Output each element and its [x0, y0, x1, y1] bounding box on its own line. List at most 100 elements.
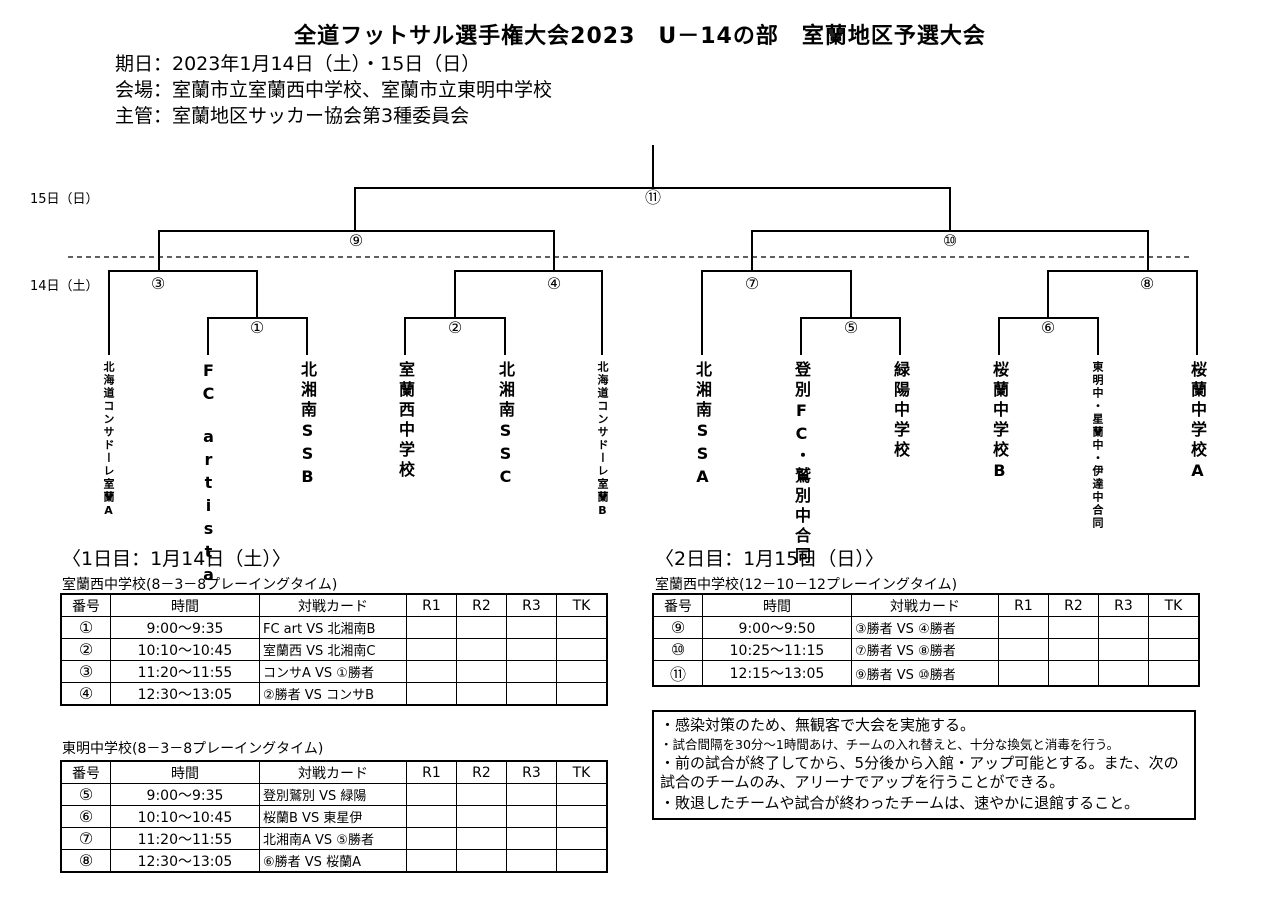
- round-label-2: ②: [448, 318, 462, 337]
- match-card: ③勝者 VS ④勝者: [851, 616, 999, 639]
- page-title: 全道フットサル選手権大会2023 U－14の部 室蘭地区予選大会: [294, 24, 986, 49]
- bracket-line-r2: [404, 317, 506, 355]
- bracket-line-r8: [1047, 270, 1198, 355]
- col-r2: R2: [1048, 593, 1099, 617]
- match-card: 室蘭西 VS 北湘南C: [259, 638, 407, 661]
- score-cell: [556, 638, 608, 661]
- bracket-line-r5: [800, 317, 901, 355]
- col-card: 対戦カード: [259, 593, 407, 617]
- col-r3: R3: [506, 760, 557, 784]
- tournament-bracket: ⑪ ⑨ ⑩ ③ ④ ⑦ ⑧ ① ② ⑤ ⑥ 15日（日） 14日（土）: [30, 145, 1198, 355]
- note-item: ・前の試合が終了してから、5分後から入館・アップ可能とする。また、次の試合のチー…: [660, 753, 1179, 792]
- bracket-line-r1: [207, 317, 308, 355]
- day2-venue-a-table: 番号 時間 対戦カード R1 R2 R3 TK ⑨ 9:00～9:50 ③勝者 …: [652, 593, 1200, 687]
- match-number: ⑨: [652, 616, 703, 639]
- score-cell: [556, 805, 608, 828]
- note-item: ・敗退したチームや試合が終わったチームは、速やかに退館すること。: [660, 793, 1140, 812]
- col-card: 対戦カード: [851, 593, 999, 617]
- bracket-line-r9: [158, 230, 555, 271]
- col-time: 時間: [702, 593, 852, 617]
- match-time: 12:15～13:05: [702, 660, 852, 687]
- day1-venue-b-table: 番号 時間 対戦カード R1 R2 R3 TK ⑤ 9:00～9:35 登別鷲別…: [60, 760, 608, 873]
- col-time: 時間: [110, 760, 260, 784]
- table-row: ⑥ 10:10～10:45 桜蘭B VS 東星伊: [60, 805, 608, 828]
- table-header-row: 番号 時間 対戦カード R1 R2 R3 TK: [60, 760, 608, 784]
- score-cell: [506, 827, 557, 850]
- score-cell: [456, 616, 507, 639]
- table-header-row: 番号 時間 対戦カード R1 R2 R3 TK: [60, 593, 608, 617]
- team-consadole-b: 北海道コンサドーレ室蘭B: [596, 361, 609, 519]
- score-cell: [556, 660, 608, 683]
- score-cell: [456, 682, 507, 706]
- table-row: ⑩ 10:25～11:15 ⑦勝者 VS ⑧勝者: [652, 638, 1200, 661]
- col-tk: TK: [1148, 593, 1200, 617]
- team-ouran-a: 桜蘭中学校A: [1188, 361, 1207, 484]
- score-cell: [506, 638, 557, 661]
- score-cell: [556, 783, 608, 806]
- score-cell: [556, 616, 608, 639]
- round-label-9: ⑨: [349, 231, 363, 250]
- col-tk: TK: [556, 760, 608, 784]
- col-number: 番号: [60, 760, 111, 784]
- score-cell: [998, 616, 1049, 639]
- team-noboribetsu-washibetsu: 登別FC・鷲別中合同: [792, 361, 811, 567]
- team-fc-artista: FC artista: [199, 361, 218, 588]
- col-tk: TK: [556, 593, 608, 617]
- match-number: ⑦: [60, 827, 111, 850]
- match-card: ⑥勝者 VS 桜蘭A: [259, 849, 407, 873]
- table-row: ⑤ 9:00～9:35 登別鷲別 VS 緑陽: [60, 783, 608, 806]
- score-cell: [1148, 660, 1200, 687]
- score-cell: [406, 682, 457, 706]
- score-cell: [1048, 616, 1099, 639]
- round-label-5: ⑤: [844, 318, 858, 337]
- score-cell: [506, 849, 557, 873]
- score-cell: [1148, 616, 1200, 639]
- score-cell: [1048, 638, 1099, 661]
- match-number: ⑥: [60, 805, 111, 828]
- note-item: ・感染対策のため、無観客で大会を実施する。: [660, 716, 976, 734]
- bracket-line-r6: [998, 317, 1099, 355]
- match-number: ⑩: [652, 638, 703, 661]
- score-cell: [506, 805, 557, 828]
- team-muroran-nishi: 室蘭西中学校: [396, 361, 415, 481]
- score-cell: [406, 660, 457, 683]
- team-tomei-joint: 東明中・星蘭中・伊達中合同: [1091, 361, 1104, 530]
- team-consadole-a: 北海道コンサドーレ室蘭A: [102, 361, 115, 519]
- bracket-line-r10: [751, 230, 1149, 271]
- match-time: 9:00～9:50: [702, 616, 852, 639]
- team-kitashonan-ssa: 北湘南SSA: [693, 361, 712, 490]
- score-cell: [456, 783, 507, 806]
- score-cell: [406, 616, 457, 639]
- col-r3: R3: [1098, 593, 1149, 617]
- score-cell: [406, 849, 457, 873]
- match-card: 桜蘭B VS 東星伊: [259, 805, 407, 828]
- round-label-4: ④: [547, 274, 561, 293]
- col-time: 時間: [110, 593, 260, 617]
- score-cell: [406, 827, 457, 850]
- day1-label: 14日（土）: [30, 279, 99, 294]
- day1-venue-b-title: 東明中学校(8－3－8プレーイングタイム): [62, 741, 324, 757]
- day1-venue-a-table: 番号 時間 対戦カード R1 R2 R3 TK ① 9:00～9:35 FC a…: [60, 593, 608, 706]
- match-time: 10:25～11:15: [702, 638, 852, 661]
- score-cell: [506, 660, 557, 683]
- round-label-7: ⑦: [745, 274, 759, 293]
- team-kitashonan-ssb: 北湘南SSB: [298, 361, 317, 490]
- round-label-10: ⑩: [943, 231, 957, 250]
- event-venue: 会場：室蘭市立室蘭西中学校、室蘭市立東明中学校: [115, 79, 553, 101]
- day2-venue-a-title: 室蘭西中学校(12－10－12プレーイングタイム): [655, 577, 958, 593]
- note-item: ・試合間隔を30分～1時間あけ、チームの入れ替えと、十分な換気と消毒を行う。: [660, 736, 1120, 752]
- match-number: ①: [60, 616, 111, 639]
- team-kitashonan-ssc: 北湘南SSC: [496, 361, 515, 490]
- match-number: ③: [60, 660, 111, 683]
- score-cell: [406, 638, 457, 661]
- bracket-line-r3: [108, 270, 258, 355]
- score-cell: [456, 660, 507, 683]
- day2-heading: 〈2日目：1月15日（日）〉: [655, 548, 884, 570]
- col-r3: R3: [506, 593, 557, 617]
- score-cell: [1148, 638, 1200, 661]
- match-time: 11:20～11:55: [110, 827, 260, 850]
- match-time: 11:20～11:55: [110, 660, 260, 683]
- notes-box: ・感染対策のため、無観客で大会を実施する。 ・試合間隔を30分～1時間あけ、チー…: [652, 710, 1196, 821]
- match-time: 12:30～13:05: [110, 682, 260, 706]
- match-card: FC art VS 北湘南B: [259, 616, 407, 639]
